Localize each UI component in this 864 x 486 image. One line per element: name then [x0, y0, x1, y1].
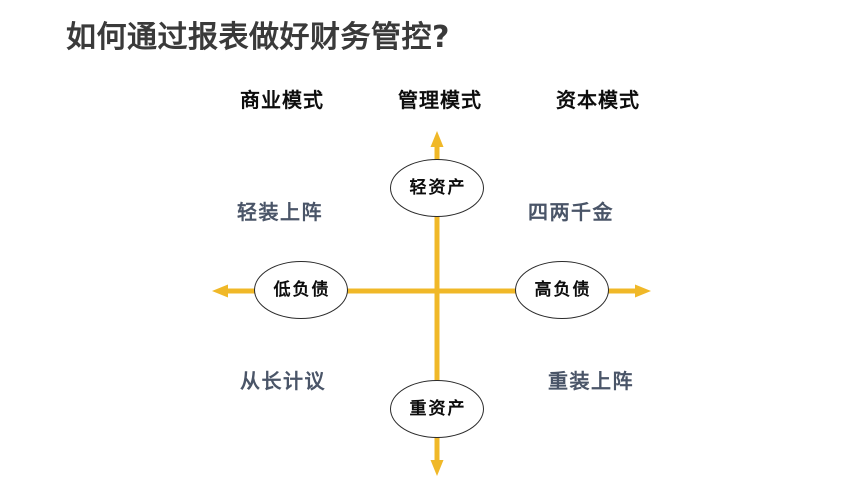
- mode-item-management: 管理模式: [398, 88, 482, 112]
- arrow-right-icon: [635, 284, 651, 298]
- quadrant-label-bottom-left: 从长计议: [240, 369, 326, 393]
- node-low-debt: 低负债: [254, 261, 348, 319]
- quadrant-label-bottom-right: 重装上阵: [548, 369, 634, 393]
- node-low-debt-label: 低负债: [273, 280, 331, 300]
- page-title: 如何通过报表做好财务管控?: [66, 20, 450, 55]
- node-heavy-asset-label: 重资产: [409, 399, 467, 419]
- arrow-up-icon: [430, 131, 444, 147]
- mode-row: 商业模式 管理模式 资本模式: [240, 86, 640, 114]
- arrow-left-icon: [212, 284, 228, 298]
- node-high-debt: 高负债: [515, 261, 609, 319]
- arrow-down-icon: [430, 460, 444, 476]
- node-light-asset: 轻资产: [390, 159, 484, 217]
- node-heavy-asset: 重资产: [390, 380, 484, 438]
- node-high-debt-label: 高负债: [534, 280, 592, 300]
- node-light-asset-label: 轻资产: [409, 178, 467, 198]
- quadrant-label-top-right: 四两千金: [528, 200, 614, 224]
- mode-item-capital: 资本模式: [556, 88, 640, 112]
- quadrant-label-top-left: 轻装上阵: [237, 200, 323, 224]
- mode-item-business: 商业模式: [240, 88, 324, 112]
